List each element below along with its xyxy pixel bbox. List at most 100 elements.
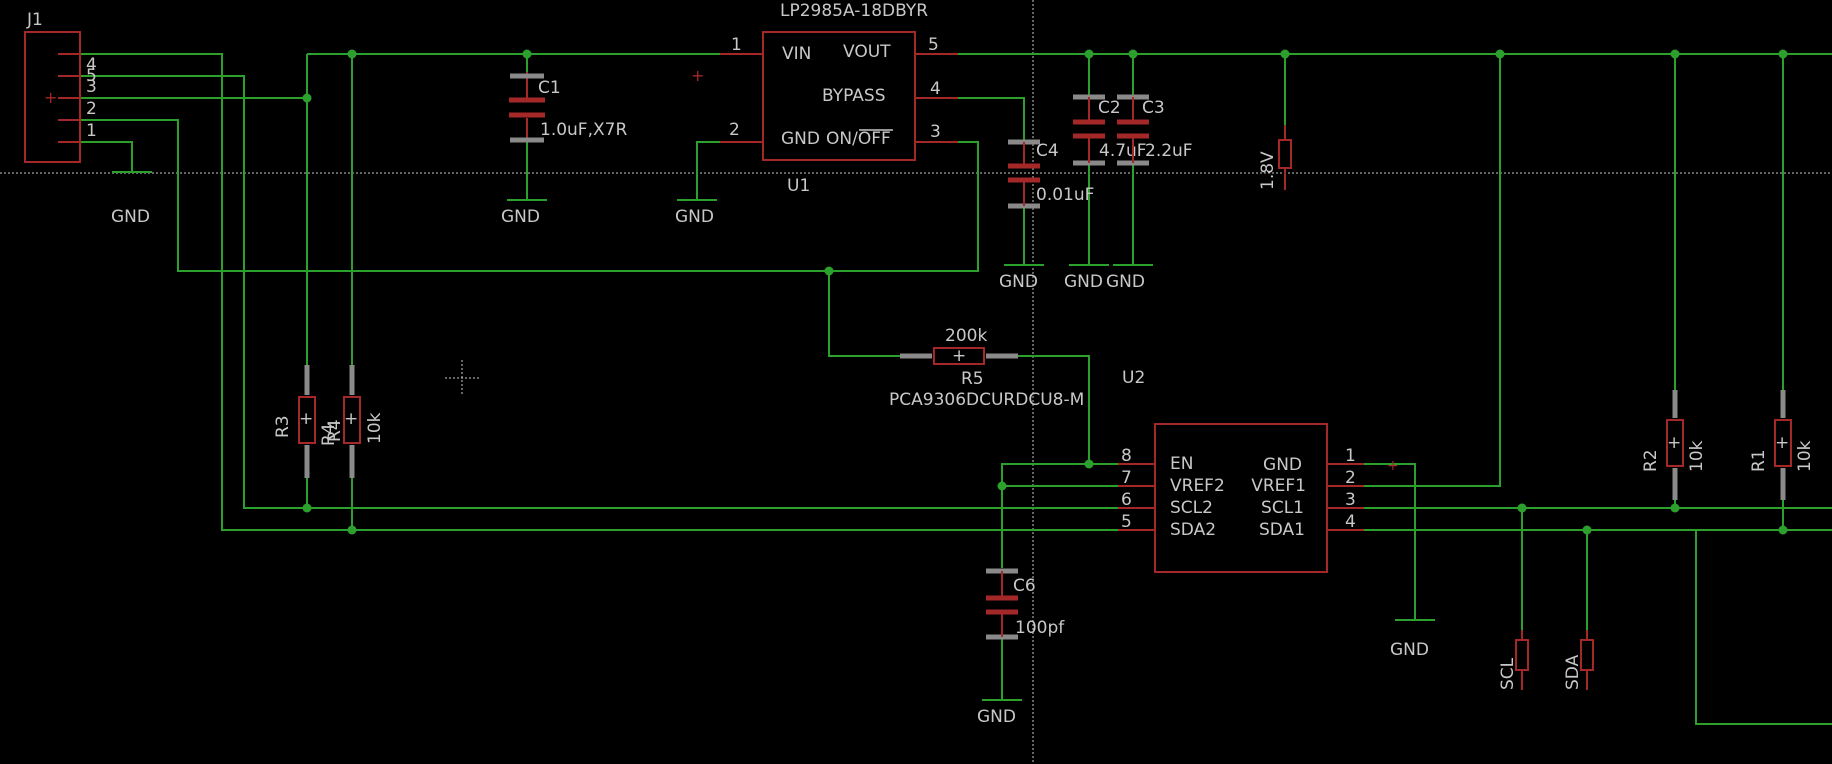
net-label-scl[interactable]: SCL xyxy=(1498,630,1529,690)
gnd-symbol[interactable]: GND xyxy=(111,171,152,227)
r5-ref: R5 xyxy=(961,369,984,389)
r4-ref: R4 xyxy=(325,419,345,442)
c2-value: 4.7uF xyxy=(1099,141,1147,161)
junctions xyxy=(302,49,1788,535)
u2-pin-num: 5 xyxy=(1121,512,1132,532)
u1-pin-onoff: ON/OFF xyxy=(826,129,891,149)
u2-pin-num: 6 xyxy=(1121,490,1132,510)
ic-u1[interactable]: VIN VOUT BYPASS GND ON/OFF 1 2 5 4 3 LP2… xyxy=(691,1,958,196)
r1-ref: R1 xyxy=(1749,449,1769,472)
origin-marker-icon: + xyxy=(44,88,57,107)
u2-pin-num: 3 xyxy=(1345,490,1356,510)
r5-marker: + xyxy=(952,346,966,366)
wires xyxy=(80,53,1832,725)
u1-pin-vout: VOUT xyxy=(843,42,891,62)
gnd-symbol[interactable]: GND xyxy=(675,199,717,227)
capacitor-c2[interactable]: C2 4.7uF xyxy=(1073,94,1147,166)
u1-pin-num: 5 xyxy=(928,35,939,55)
r2-value: 10k xyxy=(1687,440,1707,472)
r3-ref: R3 xyxy=(273,415,293,438)
u2-value: PCA9306DCURDCU8-M xyxy=(889,390,1084,410)
r4-value: 10k xyxy=(365,412,385,444)
u1-value: LP2985A-18DBYR xyxy=(780,1,928,21)
j1-pin-label: 2 xyxy=(86,99,97,119)
c4-ref: C4 xyxy=(1036,141,1059,161)
connector-j1[interactable]: J1 5 4 3 2 1 + xyxy=(24,10,97,163)
capacitor-c6[interactable]: C6 100pf xyxy=(986,568,1065,640)
gnd-label: GND xyxy=(111,207,150,227)
j1-pin-label: 1 xyxy=(86,121,97,141)
gnd-label: GND xyxy=(1106,272,1145,292)
resistor-r3[interactable]: + R3 R4 xyxy=(273,365,339,478)
j1-pin-label: 5 xyxy=(86,66,97,86)
c3-value: 2.2uF xyxy=(1145,141,1193,161)
u1-pin-gnd: GND xyxy=(781,129,820,149)
u2-pin-num: 7 xyxy=(1121,468,1132,488)
u1-ref: U1 xyxy=(787,176,810,196)
u1-pin-num: 2 xyxy=(729,120,740,140)
u2-ref: U2 xyxy=(1122,368,1145,388)
u1-pin-bypass: BYPASS xyxy=(822,86,886,106)
gnd-label: GND xyxy=(1064,272,1103,292)
gnd-symbol[interactable]: GND xyxy=(1106,264,1153,292)
net-label-text: SDA xyxy=(1563,654,1583,690)
u2-pin-label: SCL1 xyxy=(1261,498,1304,518)
u2-pin-label: VREF2 xyxy=(1170,476,1225,496)
j1-ref: J1 xyxy=(26,10,43,30)
gnd-symbol[interactable]: GND xyxy=(977,699,1022,727)
capacitor-c4[interactable]: C4 0.01uF xyxy=(1008,139,1094,209)
u2-pin-label: SDA1 xyxy=(1259,520,1305,540)
resistor-r4[interactable]: + R4 10k xyxy=(325,365,385,478)
r2-marker: + xyxy=(1667,433,1681,453)
capacitor-c3[interactable]: C3 2.2uF xyxy=(1117,94,1193,166)
gnd-symbol[interactable]: GND xyxy=(501,199,547,227)
c2-ref: C2 xyxy=(1098,98,1121,118)
j1-pin-label: 3 xyxy=(86,77,97,97)
u2-pin-label: SDA2 xyxy=(1170,520,1216,540)
c6-ref: C6 xyxy=(1013,576,1036,596)
net-label-sda[interactable]: SDA xyxy=(1563,630,1594,690)
c6-value: 100pf xyxy=(1015,618,1065,638)
gnd-label: GND xyxy=(999,272,1038,292)
c3-ref: C3 xyxy=(1142,98,1165,118)
u2-pin-label: VREF1 xyxy=(1251,476,1306,496)
u2-pin-label: GND xyxy=(1263,455,1302,475)
u2-pin-num: 1 xyxy=(1345,446,1356,466)
c4-value: 0.01uF xyxy=(1036,185,1094,205)
gnd-symbol[interactable]: GND xyxy=(999,264,1044,292)
u2-pin-num: 8 xyxy=(1121,446,1132,466)
resistor-r2[interactable]: + R2 10k xyxy=(1641,390,1707,500)
origin-marker-icon: + xyxy=(691,66,704,85)
u1-pin-vin: VIN xyxy=(782,44,811,64)
r1-value: 10k xyxy=(1795,440,1815,472)
cursor-crosshair-icon xyxy=(445,360,480,396)
u1-pin-num: 1 xyxy=(731,35,742,55)
u1-pin-num: 3 xyxy=(930,122,941,142)
net-label-1v8[interactable]: 1.8V xyxy=(1258,125,1292,190)
resistor-r5[interactable]: + 200k R5 xyxy=(900,326,1018,389)
net-label-text: 1.8V xyxy=(1258,151,1278,190)
r5-value: 200k xyxy=(945,326,987,346)
u2-pin-num: 2 xyxy=(1345,468,1356,488)
net-label-text: SCL xyxy=(1498,657,1518,690)
u2-pin-num: 4 xyxy=(1345,512,1356,532)
origin-marker-icon: + xyxy=(1387,458,1399,474)
c1-value: 1.0uF,X7R xyxy=(540,120,627,140)
capacitor-c1[interactable]: C1 1.0uF,X7R xyxy=(509,72,627,143)
gnd-symbol[interactable]: GND xyxy=(1064,264,1109,292)
j1-pin-label: 4 xyxy=(86,55,97,75)
resistor-r1[interactable]: + R1 10k xyxy=(1749,390,1815,500)
ic-u2[interactable]: EN VREF2 SCL2 SDA2 GND VREF1 SCL1 SDA1 8… xyxy=(889,368,1399,573)
gnd-label: GND xyxy=(501,207,540,227)
r3-value: R4 xyxy=(319,423,339,446)
gnd-label: GND xyxy=(977,707,1016,727)
gnd-label: GND xyxy=(1390,640,1429,660)
u2-pin-label: EN xyxy=(1170,454,1193,474)
gnd-symbol[interactable]: GND xyxy=(1390,619,1435,660)
r1-marker: + xyxy=(1775,433,1789,453)
c1-ref: C1 xyxy=(538,78,561,98)
u1-pin-num: 4 xyxy=(930,79,941,99)
r2-ref: R2 xyxy=(1641,449,1661,472)
r4-marker: + xyxy=(344,409,358,429)
